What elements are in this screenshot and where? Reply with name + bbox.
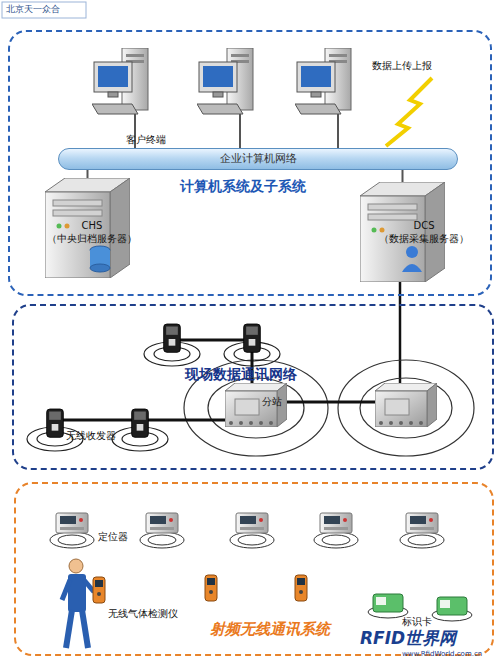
node-text: 现场数据通讯网络 bbox=[185, 366, 297, 384]
device-label: 无线气体检测仪 bbox=[108, 608, 178, 620]
network-bus: 企业计算机网络 bbox=[58, 148, 458, 170]
node-text: CHS （中央归档服务器） bbox=[40, 220, 144, 245]
server-node: DCS （数据采集服务器） bbox=[360, 182, 445, 282]
flow-label: 数据上传上报 bbox=[372, 60, 432, 72]
substation-box: 分站 bbox=[225, 383, 287, 427]
device-label: 标识卡 bbox=[402, 616, 432, 628]
device-label: 客户终端 bbox=[126, 134, 166, 146]
connector-line bbox=[402, 170, 404, 182]
watermark: 北京天一众合 bbox=[6, 4, 60, 15]
node-text: 计算机系统及子系统 bbox=[180, 178, 306, 196]
device-label: 无线收发器 bbox=[66, 430, 116, 442]
device-label: 定位器 bbox=[98, 531, 128, 543]
field-network-zone: 现场数据通讯网络分站 bbox=[12, 304, 494, 470]
server-node: CHS （中央归档服务器） bbox=[45, 178, 130, 278]
node-text: DCS （数据采集服务器） bbox=[372, 220, 476, 245]
node-text: 射频无线通讯系统 bbox=[210, 620, 330, 639]
watermark: RFID世界网 bbox=[360, 628, 456, 648]
watermark: www.RfidWorld.com.cn bbox=[402, 650, 482, 658]
node-text: 分站 bbox=[262, 396, 282, 409]
node-text: 企业计算机网络 bbox=[220, 152, 297, 166]
connector-line bbox=[87, 170, 89, 178]
